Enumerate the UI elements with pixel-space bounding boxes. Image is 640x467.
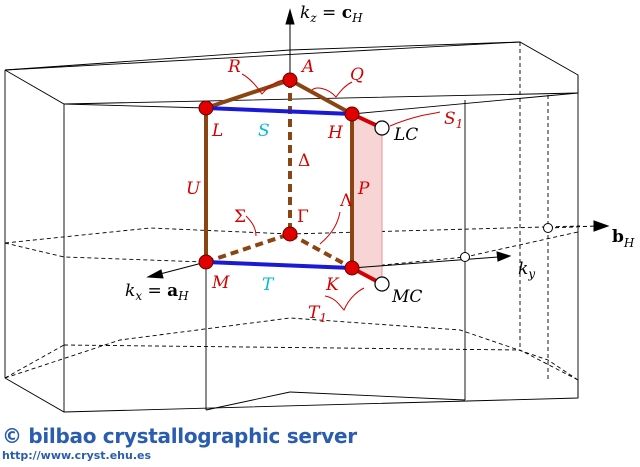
- label-Delta: Δ: [298, 151, 310, 171]
- footer-url[interactable]: http://www.cryst.ehu.es: [2, 449, 152, 462]
- label-S1: S1: [444, 109, 463, 131]
- points: [198, 72, 553, 292]
- kx-axis: [146, 261, 207, 279]
- label-Gamma: Γ: [297, 207, 309, 227]
- line-S: [205, 106, 353, 116]
- point-small-1: [543, 223, 553, 233]
- label-bh: bH: [612, 227, 635, 250]
- leader-curves: [241, 73, 441, 311]
- label-Sigma: Σ: [234, 207, 246, 227]
- label-R: R: [227, 57, 241, 77]
- label-M: M: [211, 273, 230, 293]
- point-small-2: [460, 252, 470, 262]
- label-S: S: [258, 121, 270, 141]
- point-H: [344, 106, 360, 122]
- point-L: [198, 100, 214, 116]
- point-M: [198, 254, 214, 270]
- label-L: L: [211, 121, 223, 141]
- bh-axis: [547, 220, 610, 232]
- brown-dashed-lines: [205, 80, 353, 270]
- shaded-face: [352, 114, 382, 284]
- line-T: [205, 260, 353, 270]
- label-kx: kx = aH: [125, 281, 189, 303]
- label-P: P: [357, 179, 370, 199]
- label-LC: LC: [393, 125, 418, 145]
- point-Gamma: [282, 226, 298, 242]
- line-Lambda: [289, 232, 353, 270]
- point-LC: [374, 120, 390, 136]
- line-Q: [288, 78, 354, 116]
- label-Lambda: Λ: [339, 191, 353, 211]
- label-kz: kz = cH: [300, 3, 363, 25]
- label-H: H: [327, 123, 344, 143]
- blue-lines: [205, 106, 353, 270]
- ky-axis: [351, 251, 512, 269]
- line-Sigma: [205, 232, 291, 264]
- label-U: U: [186, 179, 201, 199]
- brown-lines: [204, 78, 354, 270]
- label-ky: ky: [518, 259, 535, 281]
- label-A: A: [300, 57, 314, 77]
- line-R: [204, 78, 292, 110]
- footer-brand: © bilbao crystallographic server: [2, 424, 357, 448]
- point-MC: [374, 276, 390, 292]
- label-K: K: [325, 275, 340, 295]
- label-Q: Q: [350, 65, 364, 85]
- point-K: [344, 260, 360, 276]
- label-T: T: [262, 275, 275, 295]
- label-T1: T1: [308, 303, 327, 325]
- kz-axis: [285, 8, 295, 80]
- label-MC: MC: [391, 287, 422, 307]
- point-A: [282, 72, 298, 88]
- prism-wireframe: [4, 41, 581, 413]
